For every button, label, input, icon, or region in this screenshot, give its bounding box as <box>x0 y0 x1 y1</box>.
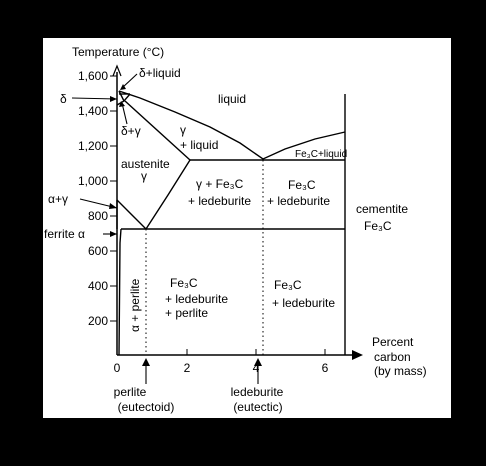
y-tick-label: 200 <box>88 314 108 328</box>
y-axis-title: Temperature (°C) <box>72 45 164 59</box>
region-ferrite: ferrite α <box>44 227 85 241</box>
x-tick-label: 2 <box>184 361 191 375</box>
region-gamma-liquid: + liquid <box>180 138 218 152</box>
y-tick-label: 800 <box>88 209 108 223</box>
delta-liquid-arrow <box>121 73 138 89</box>
y-tick-label: 1,200 <box>78 139 108 153</box>
region-fe3c-ledeburite-upper: + ledeburite <box>267 194 330 208</box>
region-fe3c-liquid: Fe₃C+liquid <box>295 149 347 160</box>
region-austenite: austenite <box>121 157 170 171</box>
region-liquid: liquid <box>218 92 246 106</box>
region-gamma-fe3c-ledeburite: + ledeburite <box>188 194 251 208</box>
region-delta-gamma: δ+γ <box>121 124 141 138</box>
arrowhead-icon <box>110 96 117 102</box>
x-tick-label: 0 <box>114 361 121 375</box>
region-alpha-perlite: α + perlite <box>128 278 142 332</box>
point-perlite: perlite <box>114 385 147 399</box>
x-axis-title: (by mass) <box>374 364 427 378</box>
acm-line <box>145 159 191 230</box>
liquidus-line <box>118 90 346 160</box>
region-delta-liquid: δ+liquid <box>139 66 181 80</box>
delta-arrow <box>71 97 118 100</box>
region-delta: δ <box>60 92 67 106</box>
solidus-line <box>123 93 131 102</box>
x-tick-label: 6 <box>322 361 329 375</box>
x-axis-arrow-icon <box>352 350 363 360</box>
region-cementite: cementite <box>356 202 408 216</box>
x-axis-title: carbon <box>374 350 411 364</box>
point-perlite: (eutectoid) <box>118 400 175 414</box>
region-austenite: γ <box>141 169 147 183</box>
region-fe3c-ledeburite-perlite: + ledeburite <box>165 292 228 306</box>
arrowhead-icon <box>254 358 262 366</box>
arrowhead-icon <box>119 101 125 107</box>
region-alpha-gamma: α+γ <box>48 192 68 206</box>
y-tick-label: 1,400 <box>78 104 108 118</box>
y-tick-label: 1,600 <box>78 69 108 83</box>
y-tick-label: 1,000 <box>78 174 108 188</box>
region-fe3c-ledeburite-perlite: + perlite <box>165 306 208 320</box>
arrowhead-icon <box>120 84 126 90</box>
region-fe3c-ledeburite-lower: + ledeburite <box>272 296 335 310</box>
point-ledeburite: (eutectic) <box>233 400 282 414</box>
point-ledeburite: ledeburite <box>231 385 284 399</box>
austenite-solidus-line <box>124 100 191 161</box>
y-tick-label: 400 <box>88 279 108 293</box>
delta-gamma-arrow <box>121 102 128 125</box>
x-tick-label: 4 <box>253 361 260 375</box>
region-gamma-fe3c-ledeburite: γ + Fe₃C <box>196 177 244 191</box>
arrowhead-icon <box>110 231 117 237</box>
arrowhead-icon <box>109 203 117 209</box>
region-fe3c-ledeburite-upper: Fe₃C <box>288 178 316 192</box>
region-fe3c-ledeburite-lower: Fe₃C <box>274 278 302 292</box>
region-fe3c-ledeburite-perlite: Fe₃C <box>170 276 198 290</box>
x-axis-title: Percent <box>372 335 414 349</box>
region-cementite: Fe₃C <box>364 219 392 233</box>
a3-line <box>116 199 147 230</box>
arrowhead-icon <box>142 358 150 366</box>
ferrite-solvus <box>118 228 122 356</box>
y-axis-arrow-icon <box>112 64 122 77</box>
y-tick-label: 600 <box>88 244 108 258</box>
region-gamma-liquid: γ <box>180 123 186 137</box>
